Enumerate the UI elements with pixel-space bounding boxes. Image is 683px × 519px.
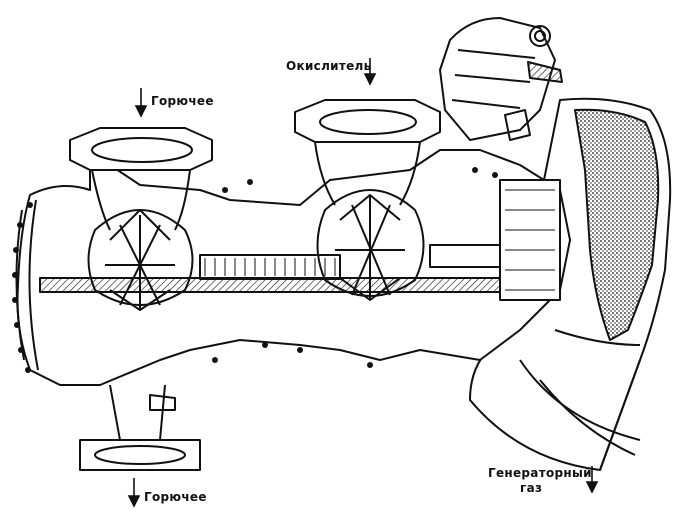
fuel-inlet-label: Горючее xyxy=(151,94,214,108)
generator-gas-label-line1: Генераторный xyxy=(488,466,592,480)
oxidizer-inlet-flange xyxy=(294,99,441,206)
main-shaft xyxy=(39,244,561,293)
generator-gas-label-line2: газ xyxy=(520,481,543,495)
pump-housing xyxy=(12,149,571,386)
housing-bolts xyxy=(212,167,498,368)
gas-generator-tower xyxy=(439,17,563,141)
flow-arrows xyxy=(127,58,599,508)
turbine-disk xyxy=(499,179,561,301)
oxidizer-label: Окислитель xyxy=(286,59,372,73)
gas-outlet-arrow xyxy=(585,466,599,494)
fuel-inlet-flange-top xyxy=(69,127,213,231)
fuel-outlet-arrow xyxy=(127,478,141,508)
turbine-exhaust-manifold xyxy=(469,97,672,471)
fuel-outlet-flange-bottom xyxy=(79,384,201,471)
oxidizer-inlet-arrow xyxy=(363,58,377,86)
fuel-outlet-label: Горючее xyxy=(144,490,207,504)
fuel-inlet-arrow xyxy=(134,88,148,118)
